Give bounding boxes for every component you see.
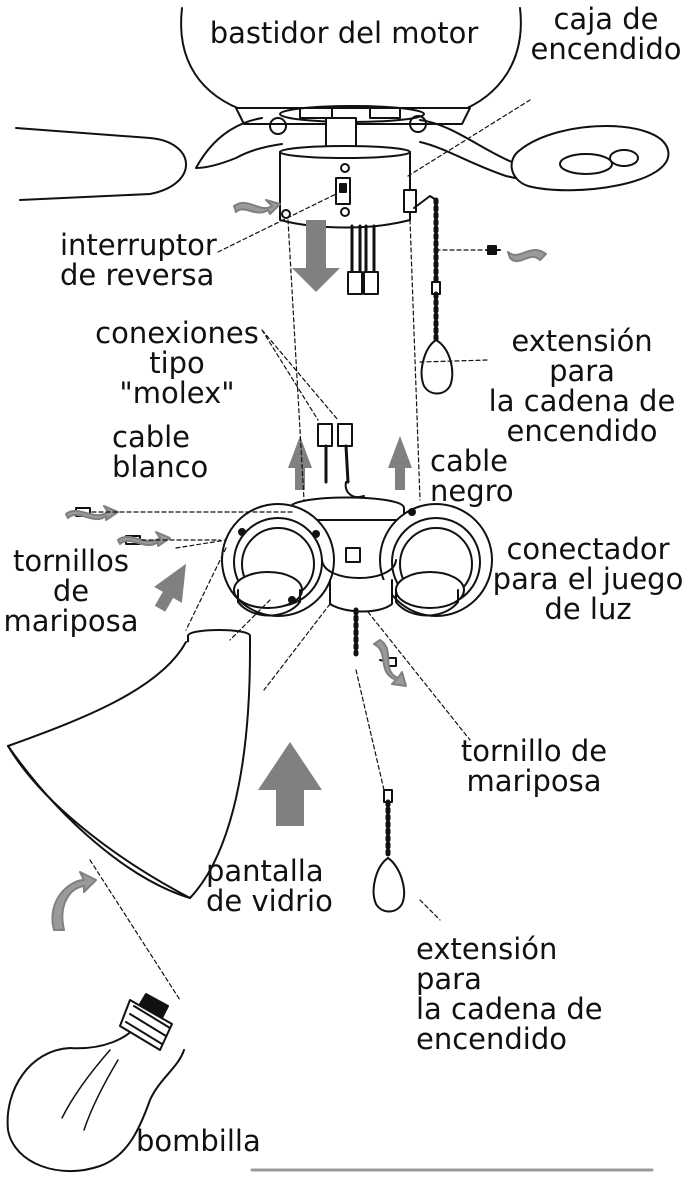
label-thumbscrew: tornillo de mariposa <box>460 734 608 798</box>
label-bulb: bombilla <box>136 1124 261 1158</box>
label-white-wire: cable blanco <box>112 420 209 484</box>
light-bulb <box>6 993 185 1173</box>
label-black-wire: cable negro <box>430 444 514 508</box>
leader-and-alignment-lines <box>89 99 531 1001</box>
bottom-pull-chain <box>353 607 406 913</box>
right-fan-blade <box>409 115 670 192</box>
label-glass-shade: pantalla de vidrio <box>206 854 333 918</box>
label-pull-chain-top: extensión para la cadena de encendido <box>488 324 676 448</box>
label-reverse-switch: interruptor de reversa <box>60 228 217 292</box>
upper-pull-chain <box>413 195 454 395</box>
wire-leads <box>317 423 353 484</box>
label-switch-housing: caja de encendido <box>530 2 682 66</box>
label-pull-chain-bottom: extensión para la cadena de encendido <box>416 932 603 1056</box>
left-fan-blade <box>15 117 287 201</box>
switch-housing-screw <box>485 245 501 255</box>
label-motor-housing: bastidor del motor <box>209 16 479 50</box>
label-thumbscrews: tornillos de mariposa <box>3 544 139 638</box>
assembly-arrows <box>154 220 412 826</box>
label-molex-connections: conexiones tipo "molex" <box>95 316 259 410</box>
turn-arrows <box>51 199 547 931</box>
switch-housing <box>279 117 417 295</box>
light-kit-adapter <box>221 481 493 617</box>
label-light-kit-adapter: conectador para el juego de luz <box>492 532 684 626</box>
glass-shade <box>7 629 251 899</box>
